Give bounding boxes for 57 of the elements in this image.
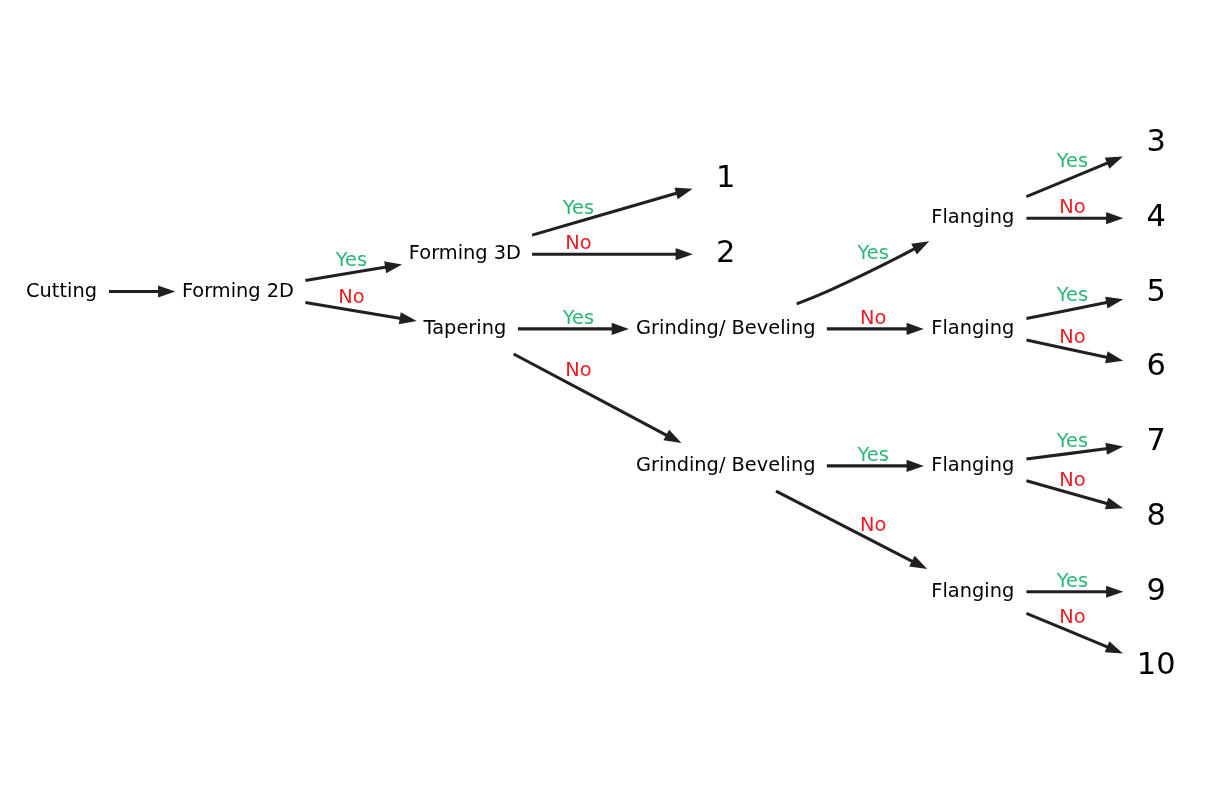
edge-label: No	[565, 230, 592, 254]
edge-label: No	[338, 284, 365, 308]
edge-label: No	[1059, 604, 1086, 628]
node-text: Grinding/ Beveling	[636, 452, 816, 476]
node-text: 10	[1136, 645, 1176, 681]
edge-label: No	[860, 512, 887, 536]
node-text: Forming 3D	[408, 240, 521, 264]
arrow	[826, 322, 924, 335]
edge-label: Yes	[1056, 282, 1089, 306]
node-text: Forming 2D	[181, 278, 295, 302]
node-text: Grinding/ Beveling	[636, 315, 816, 339]
node-text: 7	[1146, 421, 1166, 457]
node-text: 9	[1146, 571, 1166, 607]
node-text: 1	[716, 158, 736, 194]
arrow	[517, 322, 629, 335]
edge-label: No	[565, 357, 592, 381]
edge-label: Yes	[857, 442, 889, 466]
node-text: Flanging	[931, 204, 1015, 228]
node-text: Flanging	[931, 578, 1015, 602]
edge-label: No	[1059, 324, 1086, 348]
arrow	[1026, 296, 1124, 320]
arrow	[796, 240, 930, 305]
arrow	[826, 459, 924, 472]
arrow	[512, 352, 682, 443]
node-text: 3	[1146, 122, 1166, 158]
edge-label: Yes	[562, 195, 595, 219]
edge-label: Yes	[1056, 428, 1089, 452]
arrow	[531, 187, 693, 237]
edge-label: Yes	[335, 247, 368, 270]
node-text: 8	[1146, 496, 1166, 532]
edge-label: No	[1059, 194, 1086, 218]
edge-label: Yes	[562, 305, 595, 329]
arrow	[1026, 442, 1124, 461]
arrow	[1026, 211, 1124, 224]
arrow	[532, 247, 693, 260]
arrow	[305, 260, 403, 282]
arrow	[305, 300, 417, 324]
node-text: 5	[1146, 272, 1166, 308]
edge-label: No	[1059, 467, 1086, 491]
edge-label: Yes	[857, 240, 889, 264]
node-text: Flanging	[931, 452, 1015, 476]
arrow	[1025, 611, 1123, 653]
edge-label: Yes	[1056, 568, 1089, 592]
arrow	[1026, 585, 1124, 598]
node-text: 4	[1146, 197, 1166, 233]
arrow	[1026, 478, 1124, 509]
arrow	[775, 489, 928, 569]
node-text: 2	[716, 233, 736, 269]
node-text: Tapering	[423, 315, 507, 339]
arrow	[109, 285, 176, 298]
edge-label: Yes	[1056, 148, 1089, 172]
node-text: Flanging	[931, 315, 1015, 339]
edge-label: No	[860, 305, 887, 329]
node-text: Cutting	[26, 278, 97, 302]
node-text: 6	[1146, 346, 1166, 382]
arrow	[1025, 156, 1123, 198]
arrow	[1026, 338, 1124, 363]
